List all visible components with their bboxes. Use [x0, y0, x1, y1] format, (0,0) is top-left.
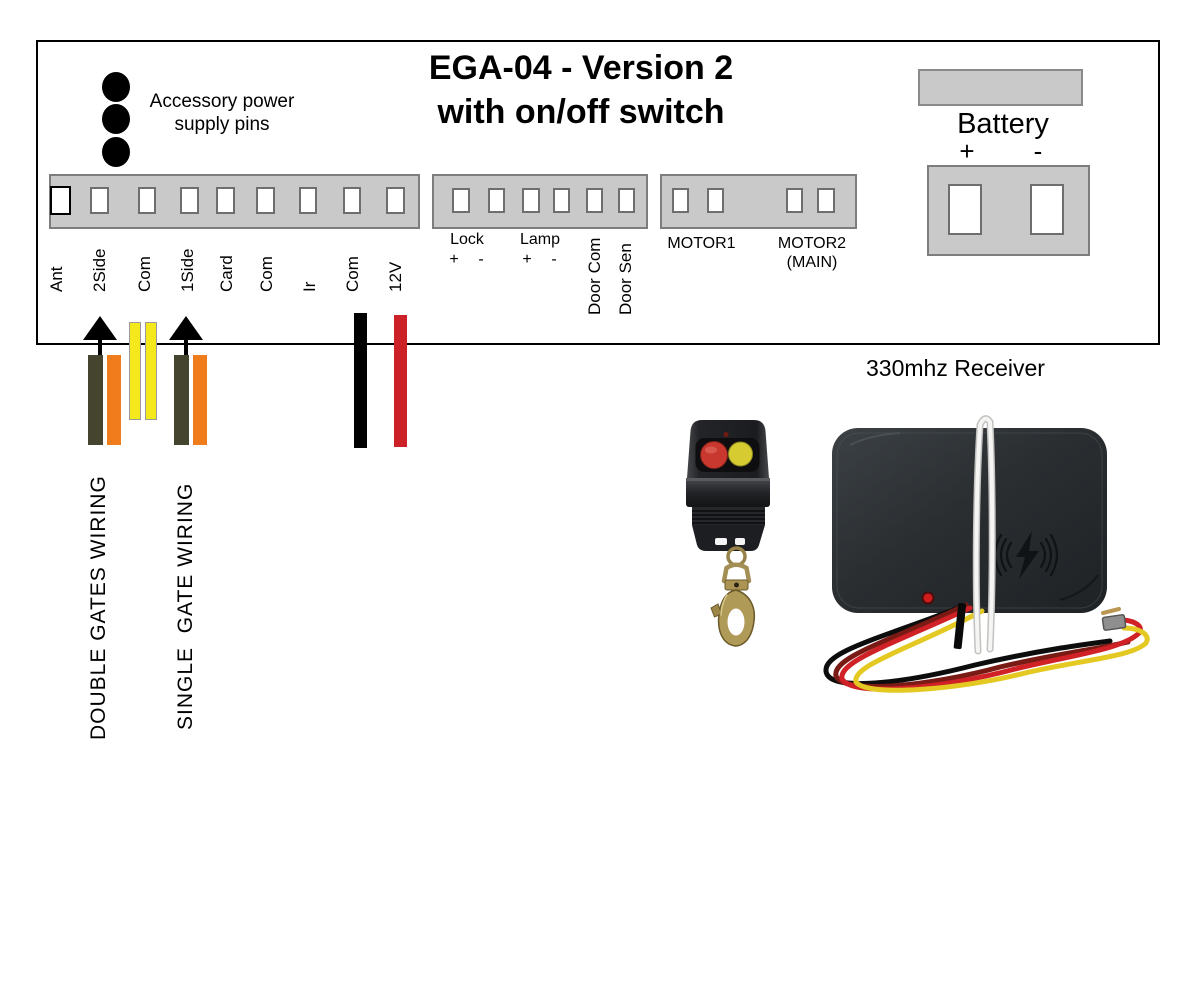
- terminal-label-com2: Com: [257, 256, 276, 292]
- accessory-note-line2: supply pins: [174, 114, 270, 135]
- remote-led-icon: [723, 431, 729, 438]
- terminal-label-2side: 2Side: [90, 248, 109, 292]
- motor2-label: MOTOR2: [777, 235, 847, 252]
- terminal-slot-lock-minus: [488, 188, 505, 213]
- terminal-slot-com2: [256, 187, 275, 214]
- terminal-slot-motor1-a: [672, 188, 689, 213]
- double-gates-wiring-label: DOUBLE GATES WIRING: [87, 475, 110, 740]
- lightning-bolt-icon: [1016, 531, 1039, 579]
- com-wire-black: [354, 313, 367, 448]
- up-arrow-icon: [83, 316, 117, 340]
- motor2-main-label: (MAIN): [786, 254, 838, 271]
- door-sen-label: Door Sen: [616, 243, 635, 315]
- lock-label: Lock: [450, 231, 484, 248]
- title-line2: with on/off switch: [437, 93, 725, 131]
- title-line1: EGA-04 - Version 2: [428, 49, 734, 87]
- single-gate-wire-olive: [174, 355, 189, 445]
- single-gate-wire-orange: [193, 355, 207, 445]
- battery-top-bar: [918, 69, 1083, 106]
- accessory-pin-icon: [102, 137, 130, 167]
- motor1-label: MOTOR1: [667, 235, 736, 252]
- accessory-pin-icon: [102, 104, 130, 134]
- terminal-slot-com3: [343, 187, 361, 214]
- terminal-slot-lamp-minus: [553, 188, 570, 213]
- terminal-slot-door-com: [586, 188, 603, 213]
- page-title: EGA-04 - Version 2 with on/off switch: [381, 46, 781, 134]
- terminal-slot-ir: [299, 187, 317, 214]
- com-wire-yellow: [129, 322, 141, 420]
- remote-red-button: [700, 441, 728, 469]
- receiver-label: 330mhz Receiver: [866, 355, 1045, 381]
- battery-plus-label: +: [959, 136, 975, 166]
- remote-slot: [735, 538, 745, 545]
- receiver-led-icon: [921, 591, 935, 605]
- terminal-slot-lamp-plus: [522, 188, 540, 213]
- com-wire-yellow: [145, 322, 157, 420]
- wire-crimp-tip: [1101, 614, 1127, 631]
- lock-minus-label: -: [478, 251, 484, 268]
- single-gate-wiring-label: SINGLE GATE WIRING: [174, 482, 197, 730]
- receiver-photo: [823, 415, 1150, 693]
- terminal-label-com3: Com: [343, 256, 362, 292]
- battery-minus-label: -: [1033, 136, 1043, 166]
- remote-control-photo: [686, 420, 770, 647]
- battery-terminal-minus: [1030, 184, 1064, 235]
- 12v-wire-red: [394, 315, 407, 447]
- terminal-label-ir: Ir: [300, 281, 319, 292]
- remote-keychain-clasp: [710, 546, 756, 647]
- up-arrow-icon: [169, 316, 203, 340]
- lamp-plus-label: +: [522, 251, 532, 268]
- lamp-label: Lamp: [519, 231, 561, 248]
- terminal-slot-1side: [180, 187, 199, 214]
- lock-plus-label: +: [449, 251, 459, 268]
- accessory-pins-note: Accessory power supply pins: [122, 90, 322, 136]
- terminal-label-1side: 1Side: [178, 248, 197, 292]
- terminal-label-ant: Ant: [47, 266, 66, 292]
- terminal-slot-motor1-b: [707, 188, 724, 213]
- receiver-antenna-wire: [972, 415, 996, 655]
- double-gates-wire-olive: [88, 355, 103, 445]
- lamp-minus-label: -: [551, 251, 557, 268]
- double-gates-wire-orange: [107, 355, 121, 445]
- terminal-slot-ant: [50, 186, 71, 215]
- accessory-pin-icon: [102, 72, 130, 102]
- terminal-label-com1: Com: [135, 256, 154, 292]
- terminal-label-card: Card: [217, 255, 236, 292]
- terminal-slot-motor2-b: [817, 188, 835, 213]
- remote-yellow-button: [728, 441, 753, 467]
- up-arrow-stem: [184, 339, 188, 356]
- receiver-wires: [823, 602, 1150, 693]
- door-com-label: Door Com: [585, 237, 604, 315]
- cable-tie: [953, 602, 967, 650]
- battery-label: Battery: [957, 108, 1049, 140]
- terminal-slot-com1: [138, 187, 156, 214]
- receiver-box: [832, 428, 1107, 613]
- terminal-slot-2side: [90, 187, 109, 214]
- battery-terminal-plus: [948, 184, 982, 235]
- terminal-label-12v: 12V: [386, 261, 405, 292]
- terminal-slot-12v: [386, 187, 405, 214]
- accessory-note-line1: Accessory power: [149, 91, 295, 112]
- terminal-slot-lock-plus: [452, 188, 470, 213]
- terminal-slot-card: [216, 187, 235, 214]
- up-arrow-stem: [98, 339, 102, 356]
- remote-slot: [715, 538, 727, 545]
- remote-body: [686, 420, 770, 551]
- terminal-slot-door-sen: [618, 188, 635, 213]
- terminal-slot-motor2-a: [786, 188, 803, 213]
